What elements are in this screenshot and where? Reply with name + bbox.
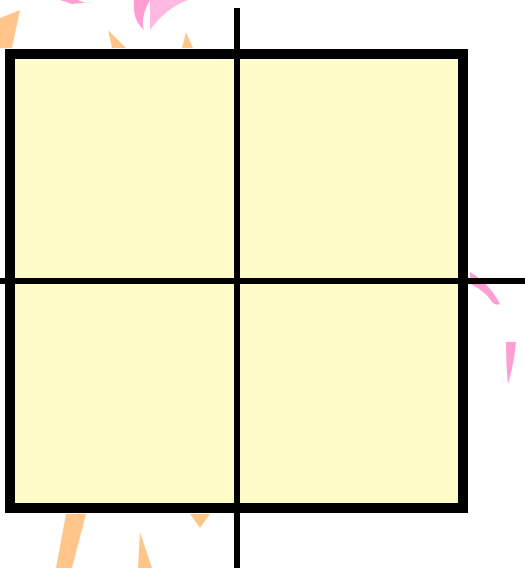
pink-arc-right-upper [470,272,500,305]
pink-arc-top-left [60,0,92,4]
peach-shard-bottom-left [56,514,86,568]
peach-shard-top-mid [108,30,126,48]
peach-shard-bottom-mid [138,532,152,568]
pink-arc-right-lower [506,342,516,384]
peach-shard-bottom-right [190,514,210,528]
peach-shard-top-left [0,10,20,48]
peach-shard-top-right [182,32,193,48]
pink-arc-top-center [134,0,150,30]
pale-pink-arc-top [150,0,188,30]
